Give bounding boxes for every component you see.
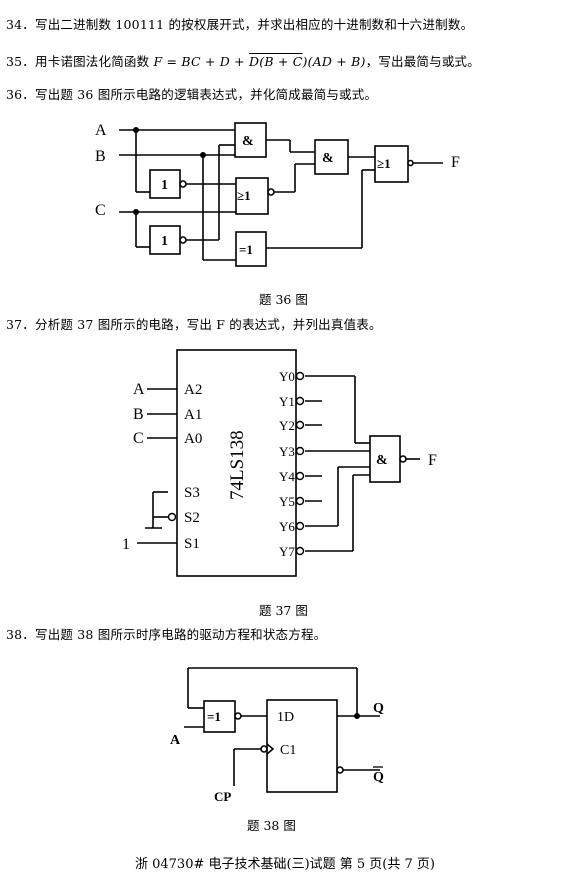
fig37-pin-y1: Y1 (279, 394, 295, 409)
fig38-xor-label: =1 (207, 709, 221, 724)
fig38-out-qbar: Q (373, 770, 384, 785)
fig36-input-b: B (95, 148, 106, 165)
fig37-decoder-chip (176, 349, 297, 577)
caption-fig37: 题 37 图 (259, 603, 308, 618)
fig37-pin-y0: Y0 (279, 369, 295, 384)
fig36-or-in-label: ≥1 (237, 188, 251, 203)
fig36-and2-label: & (322, 151, 334, 166)
fig38-input-a: A (170, 733, 181, 748)
fig38-ff-c: C1 (280, 743, 296, 758)
question-35: 35．用卡诺图法化简函数 F = BC + D + D(B + C)(AD + … (6, 51, 480, 70)
q35-formula-b: ( (259, 54, 265, 69)
fig37-output-f: F (428, 452, 437, 469)
fig37-pin-y6: Y6 (279, 519, 295, 534)
question-36: 36．写出题 36 图所示电路的逻辑表达式，并化简成最简与或式。 (6, 87, 378, 102)
fig37-pin-s3: S3 (184, 485, 200, 501)
q35-formula-plus: + (273, 54, 293, 69)
fig37-pin-s1: S1 (184, 536, 200, 552)
fig37-pin-y5: Y5 (279, 494, 295, 509)
fig37-and-label: & (376, 453, 388, 468)
q35-formula-cbar: C (292, 54, 303, 69)
fig36-input-c: C (95, 202, 106, 219)
fig37-input-c: C (133, 430, 144, 447)
fig37-input-a: A (133, 381, 145, 398)
fig37-pin-y7: Y7 (279, 544, 295, 559)
question-35-prefix: 35．用卡诺图法化简函数 (6, 54, 154, 69)
fig36-and1-label: & (242, 134, 254, 149)
q35-formula-c: )(AD + B) (302, 54, 366, 69)
fig36-xor-gate (235, 231, 267, 267)
fig36-and-gate-1 (234, 122, 267, 158)
fig37-pin-a0: A0 (184, 431, 202, 447)
fig36-or-gate-inner (235, 177, 269, 215)
q35-formula-dbar: D (249, 54, 260, 69)
fig36-xor-label: =1 (239, 242, 253, 257)
fig36-and-gate-2 (314, 139, 349, 175)
fig37-pin-y3: Y3 (279, 444, 295, 459)
fig38-circuit (184, 667, 380, 793)
q35-formula-a: F = BC + D + (153, 54, 250, 69)
question-37: 37．分析题 37 图所示的电路，写出 F 的表达式，并列出真值表。 (6, 317, 382, 332)
fig38-ff-d: 1D (277, 710, 294, 725)
fig37-input-1: 1 (122, 536, 130, 553)
caption-fig38: 题 38 图 (247, 818, 296, 833)
fig37-pin-a1: A1 (184, 407, 202, 423)
page-footer: 浙 04730# 电子技术基础(三)试题 第 5 页(共 7 页) (134, 857, 435, 872)
fig38-out-q: Q (373, 701, 384, 716)
fig36-input-a: A (95, 122, 107, 139)
question-35-suffix: ，写出最简与或式。 (365, 54, 480, 69)
fig37-pin-s2: S2 (184, 510, 200, 526)
fig36-or-out-label: ≥1 (377, 156, 391, 171)
fig38-d-flipflop (266, 699, 338, 793)
fig36-not2-label: 1 (161, 234, 168, 249)
fig37-circuit (137, 349, 420, 577)
fig38-input-cp: CP (214, 789, 231, 804)
fig37-pin-a2: A2 (184, 382, 202, 398)
fig36-not1-label: 1 (161, 178, 168, 193)
caption-fig36: 题 36 图 (259, 292, 308, 307)
fig37-pin-y4: Y4 (279, 469, 295, 484)
q35-formula-bbar: B (264, 54, 274, 69)
question-38: 38．写出题 38 图所示时序电路的驱动方程和状态方程。 (6, 627, 327, 642)
fig37-pin-y2: Y2 (279, 418, 295, 433)
question-34: 34．写出二进制数 100111 的按权展开式，并求出相应的十进制数和十六进制数… (6, 17, 474, 32)
fig37-input-b: B (133, 406, 144, 423)
fig37-chip-label: 74LS138 (227, 430, 248, 500)
fig36-output-f: F (451, 154, 460, 171)
